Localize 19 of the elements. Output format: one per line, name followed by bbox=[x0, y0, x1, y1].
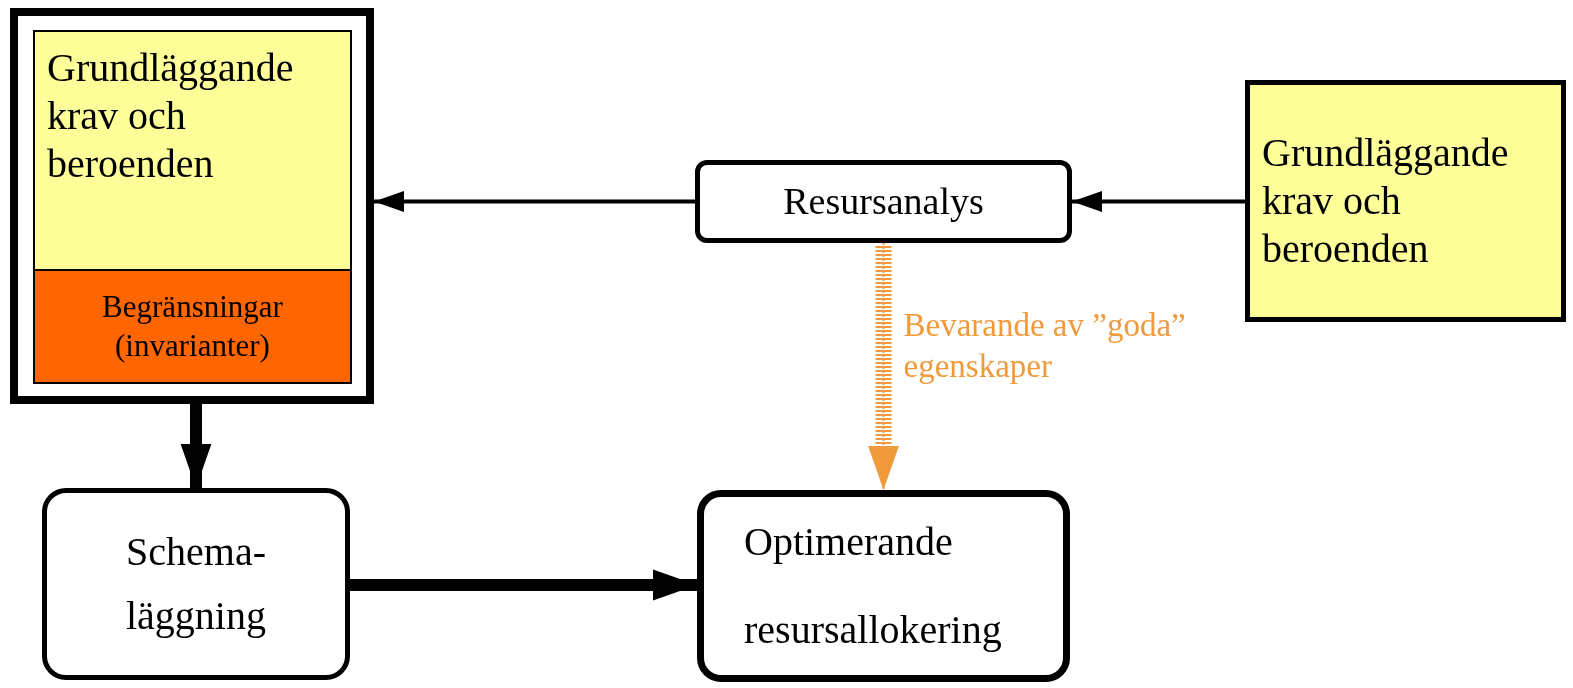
edge-label: Bevarande av ”goda” egenskaper bbox=[903, 305, 1187, 386]
node-text: Begränsningar (invarianter) bbox=[101, 287, 284, 365]
node-text: Schema- läggning bbox=[125, 528, 267, 640]
arrow bbox=[350, 569, 697, 601]
requirements-box bbox=[1245, 80, 1566, 322]
arrow bbox=[180, 404, 212, 488]
node-text: Grundläggande krav och beroenden bbox=[1262, 129, 1510, 273]
process-box bbox=[695, 160, 1072, 243]
requirements-box bbox=[33, 30, 352, 271]
frame-box bbox=[10, 8, 374, 404]
arrow bbox=[868, 242, 899, 491]
node-text: Optimerande resursallokering bbox=[744, 518, 1003, 654]
process-box bbox=[42, 488, 350, 680]
node-text: Resursanalys bbox=[783, 179, 984, 224]
constraints-box bbox=[33, 269, 352, 384]
arrow bbox=[374, 191, 695, 212]
process-box bbox=[697, 490, 1070, 682]
node-text: Grundläggande krav och beroenden bbox=[47, 44, 295, 188]
arrow bbox=[1072, 191, 1245, 212]
